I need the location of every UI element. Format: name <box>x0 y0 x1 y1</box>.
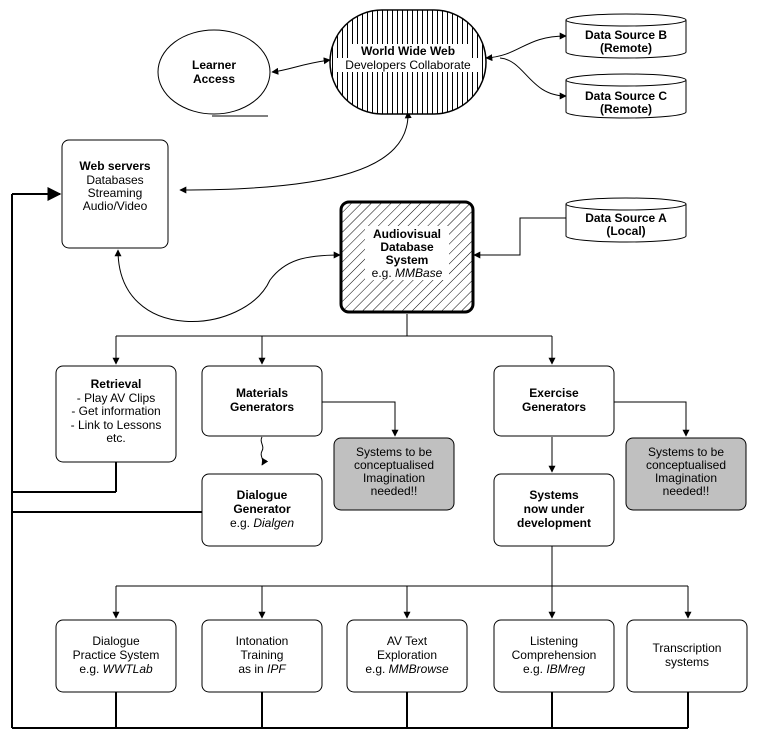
materials-generators-node: Materials Generators <box>201 365 323 437</box>
materials-todo-link <box>322 401 399 437</box>
dialogue-gen-line1: Dialogue <box>237 488 288 502</box>
b2-line2: Training <box>241 648 284 662</box>
b1-example: e.g. WWTLab <box>79 662 153 676</box>
source-c-line1: Data Source C <box>585 89 667 103</box>
dialogue-gen-line2: Generator <box>233 502 291 516</box>
b5-line2: systems <box>665 655 709 669</box>
b3-line2: Exploration <box>377 648 437 662</box>
dialogue-gen-example: e.g. Dialgen <box>230 516 294 530</box>
source-a-line2: (Local) <box>606 224 645 238</box>
feedback-lines <box>11 194 689 729</box>
connectors <box>112 32 692 619</box>
learner-line2: Access <box>193 72 235 86</box>
retrieval-line1: - Play AV Clips <box>77 391 155 405</box>
exercise-generators-node: Exercise Generators <box>493 365 615 437</box>
exercise-todo-link <box>614 401 690 437</box>
data-source-c: Data Source C (Remote) <box>565 73 687 119</box>
www-node: World Wide Web Developers Collaborate <box>329 9 487 115</box>
dialogue-generator-node: Dialogue Generator e.g. Dialgen <box>201 473 323 547</box>
exercise-todo-node: Systems to be conceptualised Imagination… <box>625 437 747 511</box>
b3-line1: AV Text <box>387 634 428 648</box>
retrieval-line4: etc. <box>106 431 125 445</box>
exercise-todo-line4: needed!! <box>663 484 710 498</box>
web-servers-line1: Databases <box>86 173 143 187</box>
b3-example: e.g. MMBrowse <box>365 662 449 676</box>
b5-line1: Transcription <box>653 641 722 655</box>
transcription-systems-node: Transcription systems <box>626 619 748 693</box>
data-source-a: Data Source A (Local) <box>565 197 687 243</box>
data-source-b: Data Source B (Remote) <box>565 13 687 59</box>
av-db-example: e.g. MMBase <box>372 266 443 280</box>
exercise-line2: Generators <box>522 400 586 414</box>
learner-line1: Learner <box>192 58 236 72</box>
retrieval-line3: - Link to Lessons <box>71 418 162 432</box>
dev-systems-line3: development <box>517 516 591 530</box>
materials-todo-line1: Systems to be <box>356 445 432 459</box>
retrieval-line2: - Get information <box>71 404 160 418</box>
listening-comprehension-node: Listening Comprehension e.g. IBMreg <box>493 619 615 693</box>
source-a-line1: Data Source A <box>585 211 667 225</box>
av-db-line2: Database <box>380 240 434 254</box>
retrieval-node: Retrieval - Play AV Clips - Get informat… <box>55 365 177 463</box>
sourcea-avdb-link <box>473 217 566 259</box>
dev-systems-line1: Systems <box>529 488 579 502</box>
dev-systems-line2: now under <box>524 502 585 516</box>
source-b-line1: Data Source B <box>585 28 667 42</box>
materials-todo-line2: conceptualised <box>354 458 434 472</box>
web-servers-node: Web servers Databases Streaming Audio/Vi… <box>61 139 169 249</box>
materials-todo-line3: Imagination <box>363 471 425 485</box>
www-webservers-link <box>179 111 412 194</box>
exercise-todo-line2: conceptualised <box>646 458 726 472</box>
dialogue-practice-node: Dialogue Practice System e.g. WWTLab <box>55 619 177 693</box>
materials-dialogue-link <box>260 436 269 466</box>
av-db-line3: System <box>386 253 429 267</box>
av-database-node: Audiovisual Database System e.g. MMBase <box>339 200 475 314</box>
exercise-todo-line3: Imagination <box>655 471 717 485</box>
b2-line1: Intonation <box>236 634 289 648</box>
web-servers-title: Web servers <box>79 159 150 173</box>
b4-line2: Comprehension <box>512 648 597 662</box>
source-b-line2: (Remote) <box>600 41 652 55</box>
materials-line1: Materials <box>236 386 288 400</box>
web-servers-line2: Streaming <box>88 186 143 200</box>
www-title: World Wide Web <box>361 44 455 58</box>
learner-www-link <box>271 57 331 75</box>
www-subtitle: Developers Collaborate <box>345 58 471 72</box>
source-c-line2: (Remote) <box>600 102 652 116</box>
b4-example: e.g. IBMreg <box>523 662 585 676</box>
exercise-todo-line1: Systems to be <box>648 445 724 459</box>
materials-todo-node: Systems to be conceptualised Imagination… <box>333 437 455 511</box>
dev-systems-node: Systems now under development <box>493 473 615 547</box>
learner-access-node: Learner Access <box>157 29 271 115</box>
webservers-avdb-link <box>114 249 341 322</box>
retrieval-title: Retrieval <box>91 377 142 391</box>
b1-line2: Practice System <box>73 648 160 662</box>
web-servers-line3: Audio/Video <box>83 199 148 213</box>
www-sourceb-link <box>485 32 567 62</box>
b1-line1: Dialogue <box>92 634 140 648</box>
av-db-line1: Audiovisual <box>373 227 441 241</box>
materials-line2: Generators <box>230 400 294 414</box>
av-text-exploration-node: AV Text Exploration e.g. MMBrowse <box>346 619 468 693</box>
exercise-line1: Exercise <box>529 386 579 400</box>
b4-line1: Listening <box>530 634 578 648</box>
b2-example: as in IPF <box>238 662 286 676</box>
www-sourcec-link <box>499 57 567 100</box>
materials-todo-line4: needed!! <box>371 484 418 498</box>
intonation-training-node: Intonation Training as in IPF <box>201 619 323 693</box>
